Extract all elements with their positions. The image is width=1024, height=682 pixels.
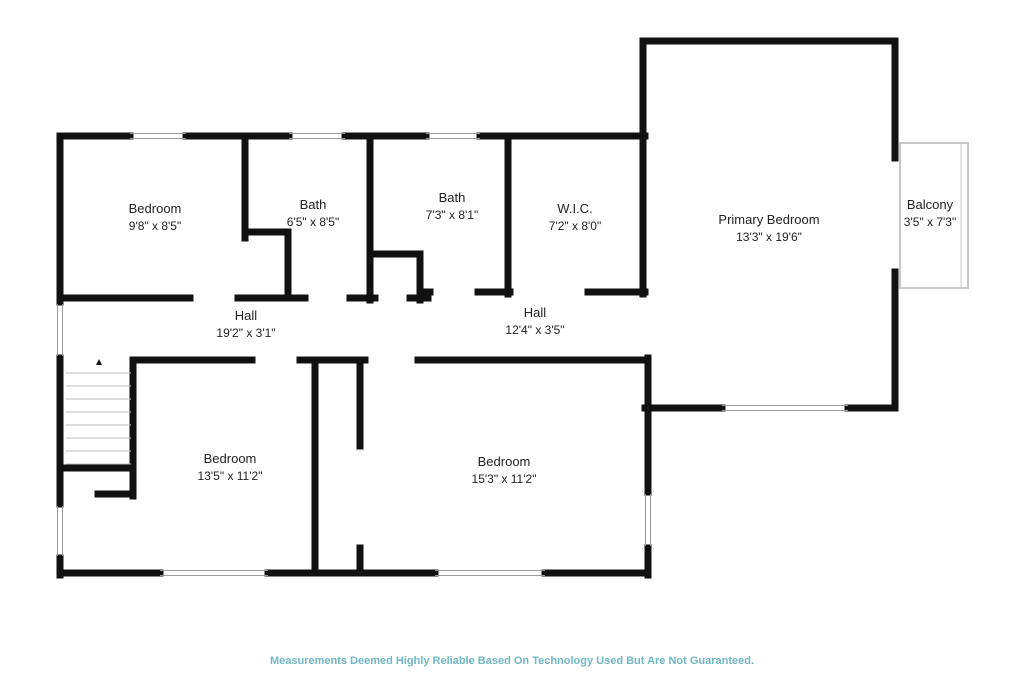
staircase [66, 359, 131, 465]
room-bath-2: Bath 7'3" x 8'1" [426, 190, 478, 222]
room-wic: W.I.C. 7'2" x 8'0" [549, 201, 601, 233]
room-balcony: Balcony 3'5" x 7'3" [904, 197, 956, 229]
room-bedroom-2: Bedroom 13'5" x 11'2" [198, 451, 263, 483]
room-dimensions: 13'3" x 19'6" [736, 230, 802, 244]
stair-arrow-icon [96, 359, 102, 365]
room-bedroom-3: Bedroom 15'3" x 11'2" [472, 454, 537, 486]
room-dimensions: 9'8" x 8'5" [129, 219, 181, 233]
room-dimensions: 13'5" x 11'2" [198, 469, 263, 483]
room-name: W.I.C. [557, 201, 592, 216]
balcony-railing [899, 142, 969, 289]
room-name: Bedroom [204, 451, 257, 466]
room-dimensions: 7'3" x 8'1" [426, 208, 478, 222]
room-name: Primary Bedroom [718, 212, 819, 227]
room-dimensions: 6'5" x 8'5" [287, 215, 339, 229]
room-name: Bedroom [478, 454, 531, 469]
room-hall-east: Hall 12'4" x 3'5" [505, 305, 564, 337]
room-name: Hall [235, 308, 258, 323]
room-name: Balcony [907, 197, 954, 212]
disclaimer-text: Measurements Deemed Highly Reliable Base… [269, 655, 755, 667]
walls [56, 37, 899, 579]
room-bath-1: Bath 6'5" x 8'5" [287, 197, 339, 229]
windows [57, 133, 848, 576]
room-name: Bedroom [129, 201, 182, 216]
room-hall-west: Hall 19'2" x 3'1" [216, 308, 275, 340]
room-name: Bath [439, 190, 466, 205]
room-name: Hall [524, 305, 547, 320]
room-dimensions: 12'4" x 3'5" [505, 323, 564, 337]
room-bedroom-1: Bedroom 9'8" x 8'5" [129, 201, 182, 233]
room-dimensions: 19'2" x 3'1" [216, 326, 275, 340]
room-dimensions: 7'2" x 8'0" [549, 219, 601, 233]
room-dimensions: 15'3" x 11'2" [472, 472, 537, 486]
room-name: Bath [300, 197, 327, 212]
room-dimensions: 3'5" x 7'3" [904, 215, 956, 229]
room-primary-bedroom: Primary Bedroom 13'3" x 19'6" [718, 212, 819, 244]
